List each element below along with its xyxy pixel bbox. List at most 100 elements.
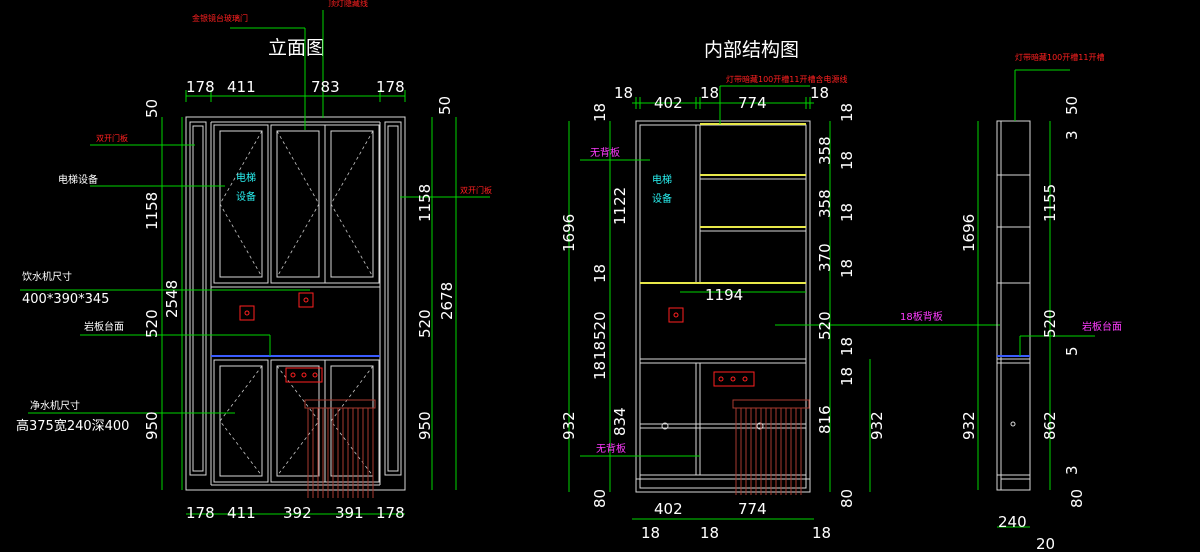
struct-right-dim-18-2: 18 [838, 151, 856, 170]
elev-left-dim-520: 520 [143, 309, 161, 338]
elev-left-dim-50: 50 [143, 99, 161, 118]
elev-left-dim-1158: 1158 [143, 192, 161, 230]
struct-left-dim-834: 834 [611, 407, 629, 436]
struct-right-dim-80: 80 [838, 489, 856, 508]
elev-note-purifier-size: 高375宽240深400 [16, 418, 129, 434]
struct-right-dim-18-6: 18 [838, 367, 856, 386]
struct-shelf-width: 1194 [705, 286, 743, 304]
side-bottom-dim-240: 240 [998, 513, 1027, 531]
structure-dimension-lines [568, 85, 1000, 520]
struct-left-dim-1696: 1696 [560, 214, 578, 252]
elev-bottom-dim-4: 391 [335, 504, 364, 522]
elevation-sockets [239, 292, 323, 383]
elev-note-top-marker: 顶灯隐藏线 [328, 0, 368, 8]
struct-note-led-strip: 灯带暗藏100开槽11开槽含电源线 [726, 74, 847, 84]
elevation-dimension-lines [20, 10, 490, 515]
elev-note-purifier-label: 净水机尺寸 [30, 399, 80, 412]
elev-right-dim-50: 50 [436, 96, 454, 115]
structure-title: 内部结构图 [704, 39, 799, 61]
structure-purifier-pipes [732, 399, 810, 495]
struct-left-dim-932: 932 [560, 411, 578, 440]
elev-cabinet-label-2: 设备 [236, 190, 256, 203]
elevation-door-swing-lines [219, 130, 374, 477]
elev-note-dispenser-label: 饮水机尺寸 [22, 270, 72, 283]
struct-left-dim-520: 520 [591, 311, 609, 340]
struct-bottom-dim-18b: 18 [700, 524, 719, 542]
side-right-dim-80: 80 [1068, 489, 1086, 508]
struct-top-dim-1: 18 [614, 84, 633, 102]
struct-right-dim-18-3: 18 [838, 203, 856, 222]
struct-left-dim-1122: 1122 [611, 187, 629, 225]
structure-view: 18 402 18 774 18 1194 402 774 18 18 18 1… [560, 74, 1000, 542]
struct-bottom-dim-402: 402 [654, 500, 683, 518]
struct-note-panel-18: 18板背板 [900, 310, 943, 323]
elev-bottom-dim-2: 411 [227, 504, 256, 522]
structure-sockets [668, 307, 755, 387]
struct-left-dim-18-top: 18 [591, 103, 609, 122]
struct-note-no-back-bottom: 无背板 [596, 442, 626, 455]
elev-top-dim-2: 411 [227, 78, 256, 96]
struct-left-dim-18-mid: 18 [591, 264, 609, 283]
struct-right-dim-18-5: 18 [838, 337, 856, 356]
elev-note-equipment: 电梯设备 [58, 173, 98, 186]
elev-note-left-door: 双开门板 [96, 133, 128, 143]
struct-right-dim-816: 816 [816, 405, 834, 434]
elev-bottom-dim-3: 392 [283, 504, 312, 522]
struct-note-no-back: 无背板 [590, 146, 620, 159]
elev-top-dim-4: 178 [376, 78, 405, 96]
struct-right-dim-932: 932 [868, 411, 886, 440]
struct-cabinet-label-1: 电梯 [652, 173, 672, 186]
elevation-purifier-pipes [304, 399, 376, 498]
struct-left-dim-18-b: 18 [591, 361, 609, 380]
elev-right-dim-520: 520 [416, 309, 434, 338]
elev-note-rock-counter: 岩板台面 [84, 320, 124, 333]
side-note-led: 灯带暗藏100开槽11开槽 [1015, 52, 1104, 62]
elev-note-right-door: 双开门板 [460, 185, 492, 195]
struct-right-dim-520: 520 [816, 311, 834, 340]
struct-cabinet-label-2: 设备 [652, 192, 672, 205]
side-note-rock-counter: 岩板台面 [1082, 320, 1122, 333]
struct-left-dim-80: 80 [591, 489, 609, 508]
elevation-cabinet-frame [185, 116, 406, 491]
side-dimension-lines [977, 69, 1095, 528]
elev-note-glass-door: 金银镜台玻璃门 [192, 13, 248, 23]
side-right-dim-3: 3 [1063, 130, 1081, 140]
elev-right-dim-2678: 2678 [438, 282, 456, 320]
struct-bottom-dim-18a: 18 [641, 524, 660, 542]
struct-right-dim-370: 370 [816, 243, 834, 272]
structure-led-shelves [640, 123, 806, 284]
struct-bottom-dim-18c: 18 [812, 524, 831, 542]
side-right-dim-3b: 3 [1063, 465, 1081, 475]
struct-top-dim-4: 774 [738, 94, 767, 112]
struct-top-dim-5: 18 [810, 84, 829, 102]
side-left-dim-1696: 1696 [960, 214, 978, 252]
struct-right-dim-18-1: 18 [838, 103, 856, 122]
elev-left-dim-950: 950 [143, 411, 161, 440]
side-right-dim-50: 50 [1063, 96, 1081, 115]
elev-left-dim-2548: 2548 [163, 280, 181, 318]
elev-bottom-dim-1: 178 [186, 504, 215, 522]
struct-right-dim-18-4: 18 [838, 259, 856, 278]
elev-right-dim-1158: 1158 [416, 184, 434, 222]
elev-bottom-dim-5: 178 [376, 504, 405, 522]
side-right-dim-5: 5 [1063, 346, 1081, 356]
elev-note-dispenser-size: 400*390*345 [22, 292, 109, 307]
elevation-view: 178 411 783 178 178 411 392 391 178 50 1… [16, 0, 492, 522]
struct-bottom-dim-774: 774 [738, 500, 767, 518]
side-left-dim-932: 932 [960, 411, 978, 440]
struct-top-dim-2: 402 [654, 94, 683, 112]
side-right-dim-520: 520 [1041, 309, 1059, 338]
elev-right-dim-950: 950 [416, 411, 434, 440]
elev-top-dim-3: 783 [311, 78, 340, 96]
struct-right-dim-358-b: 358 [816, 189, 834, 218]
elev-top-dim-1: 178 [186, 78, 215, 96]
struct-right-dim-358-a: 358 [816, 136, 834, 165]
elevation-title: 立面图 [268, 37, 325, 59]
side-view: 灯带暗藏100开槽11开槽 岩板台面 1696 932 50 3 1155 52… [960, 52, 1122, 552]
side-cabinet-frame [996, 120, 1031, 491]
side-right-dim-862: 862 [1041, 411, 1059, 440]
side-bottom-dim-20: 20 [1036, 535, 1055, 552]
elev-cabinet-label-1: 电梯 [236, 171, 256, 184]
struct-left-dim-18-a: 18 [591, 341, 609, 360]
